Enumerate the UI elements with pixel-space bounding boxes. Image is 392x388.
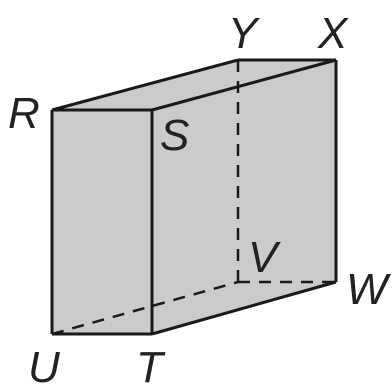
hidden-edges: [51, 60, 336, 336]
vertex-label-X: X: [317, 9, 349, 58]
visible-edges: [50, 58, 338, 336]
edge-RY: [51, 58, 239, 112]
vertex-label-Y: Y: [228, 9, 260, 58]
vertex-label-W: W: [346, 265, 391, 314]
vertex-label-R: R: [8, 89, 40, 138]
vertex-label-T: T: [136, 343, 166, 388]
prism-faces: [52, 60, 336, 334]
face-top: [52, 60, 336, 110]
vertex-label-V: V: [248, 233, 281, 282]
face-front: [52, 110, 152, 334]
edge-SX: [151, 58, 337, 112]
face-right: [152, 60, 336, 334]
vertex-label-U: U: [28, 343, 60, 388]
vertex-label-S: S: [160, 111, 189, 160]
vertex-labels: R S Y X V W U T: [8, 9, 391, 388]
edge-TW: [151, 280, 337, 336]
edge-UV: [51, 280, 239, 336]
